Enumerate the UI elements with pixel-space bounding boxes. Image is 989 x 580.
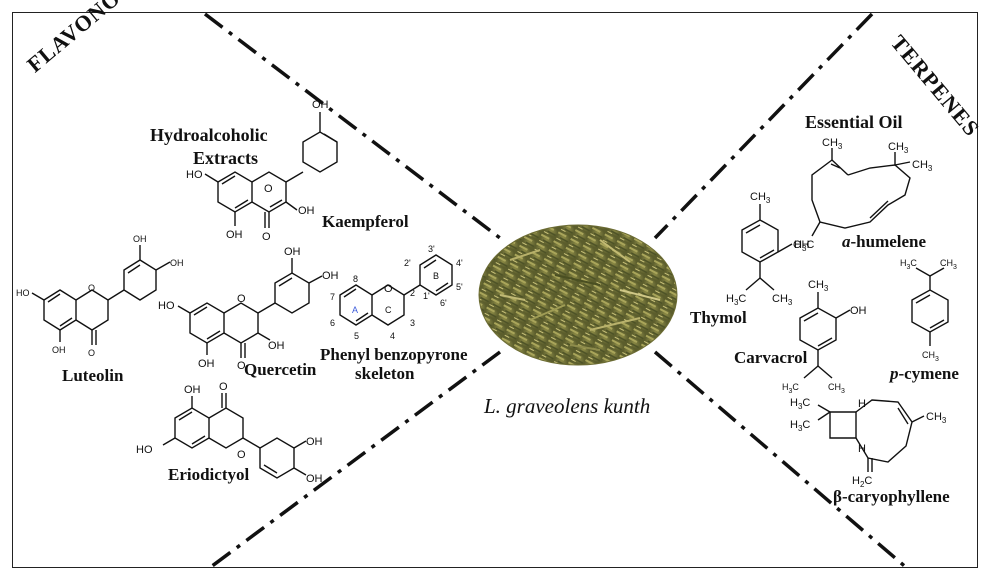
thymol-structure	[741, 204, 793, 291]
figure-frame	[12, 12, 978, 568]
label-carvacrol: Carvacrol	[734, 348, 808, 367]
group-hydroalcoholic: Hydroalcoholic	[150, 125, 268, 146]
cymene-structure	[911, 267, 949, 346]
label-quercetin: Quercetin	[244, 360, 317, 379]
divider-bottom-right	[653, 350, 909, 567]
divider-top-left	[203, 13, 502, 240]
skeleton-structure	[339, 254, 453, 326]
label-humulene: a-humelene	[842, 232, 926, 252]
label-kaempferol: Kaempferol	[322, 212, 409, 231]
kaempferol-structure	[204, 112, 338, 228]
label-p-cymene: p-cymene	[890, 364, 959, 384]
skeleton-caption-line1: Phenyl benzopyrone	[320, 345, 468, 364]
divider-top-right	[653, 13, 874, 240]
label-thymol: Thymol	[690, 308, 747, 327]
dash-dot-x-lines	[203, 13, 909, 567]
cymene-prefix: p	[890, 364, 899, 383]
skeleton-caption-line2: skeleton	[355, 364, 415, 383]
caryophyllene-structure	[817, 399, 925, 472]
center-caption: L. graveolens kunth	[484, 394, 651, 418]
group-hydroalcoholic-line1: Hydroalcoholic	[150, 125, 268, 145]
group-extracts: Extracts	[193, 148, 258, 169]
carvacrol-structure	[799, 292, 851, 379]
group-essential-oil: Essential Oil	[805, 112, 903, 132]
humulene-suffix: -humelene	[850, 232, 927, 251]
luteolin-structure	[31, 245, 171, 345]
label-caryophyllene: β-caryophyllene	[833, 487, 950, 506]
quercetin-structure	[177, 258, 323, 358]
label-eriodictyol: Eriodictyol	[168, 465, 250, 484]
humulene-prefix: a	[842, 232, 851, 251]
label-luteolin: Luteolin	[62, 366, 124, 385]
herb-image	[478, 224, 678, 366]
eriodictyol-structure	[162, 393, 307, 479]
humulene-structure	[811, 148, 911, 237]
divider-bottom-left	[207, 350, 502, 567]
cymene-suffix: -cymene	[898, 364, 959, 383]
group-hydroalcoholic-line2: Extracts	[193, 148, 258, 168]
